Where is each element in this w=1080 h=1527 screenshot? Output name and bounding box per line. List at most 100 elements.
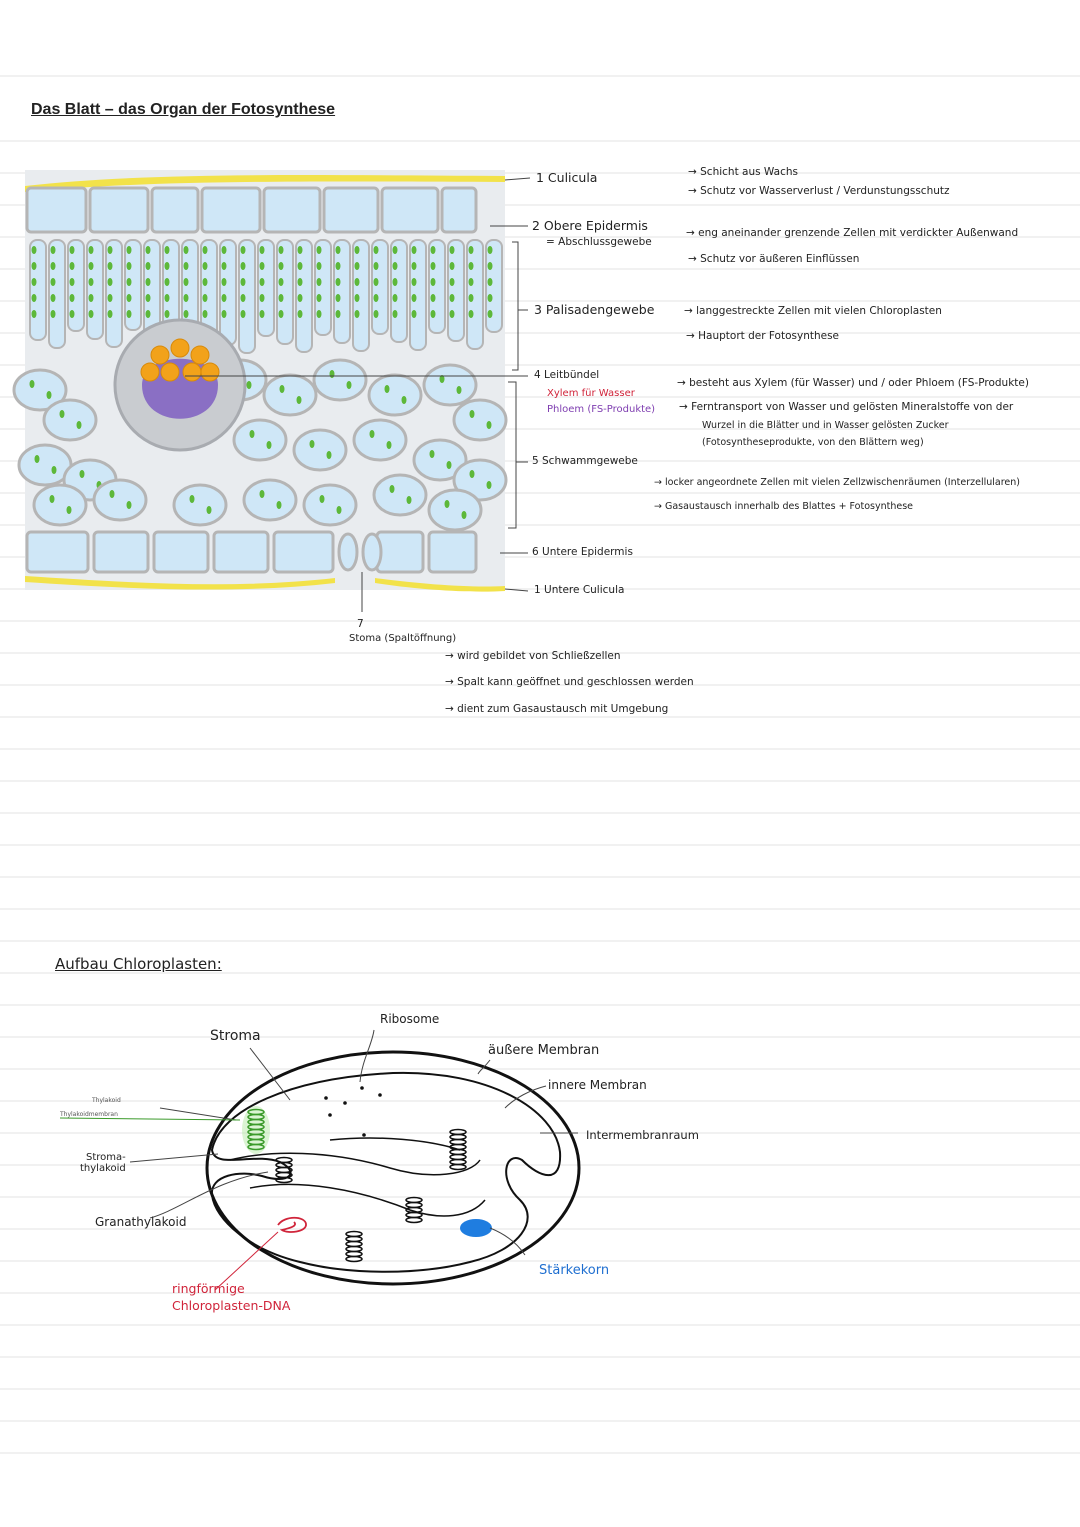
chloroplast-dot [50,310,56,318]
chloroplast-dot [430,246,436,254]
dna-ring-icon [277,1216,307,1233]
chloroplast-dot [69,246,75,254]
chloroplast-dot [297,246,303,254]
chloroplast-dot [278,294,284,302]
palisade-cell [314,239,332,336]
label-xylem: Xylem für Wasser [547,388,635,399]
ribosomes [324,1086,382,1137]
palisade-cell [390,239,408,343]
label-inner-membrane: innere Membran [548,1078,647,1092]
chloroplast-dot [88,278,94,286]
pointer-starch [489,1227,526,1256]
chloroplast-dot [202,294,208,302]
chloroplast-dot [411,278,417,286]
chloroplast-dot [449,294,455,302]
chloroplast-dot [278,278,284,286]
chloroplast-dot [240,246,246,254]
chloroplast-dot [109,490,115,498]
chloroplast-dot [316,310,322,318]
spongy-cell [92,478,148,522]
page-title: Das Blatt – das Organ der Fotosynthese [31,101,336,118]
label-dna-1: ringförmige [172,1281,245,1296]
spongy-cell [302,483,358,527]
chloroplast-dot [50,278,56,286]
chloroplast-dot [107,246,113,254]
chloroplast-dot [346,381,352,389]
spongy-cell [352,418,408,462]
chloroplast-dot [319,495,325,503]
chloroplast-dot [297,294,303,302]
chloroplast-dot [221,310,227,318]
chloroplast-dot [487,262,493,270]
chloroplast-dot [486,421,492,429]
chloroplast-dot [411,246,417,254]
bracket-spongy [508,381,517,529]
palisade-cell [86,239,104,340]
note-cuticle-2: → Schutz vor Wasserverlust / Verdunstung… [688,185,950,197]
chloroplast-dot [221,246,227,254]
chloroplast-dot [316,278,322,286]
palisade-cell [29,239,47,341]
chloroplast-dot [164,278,170,286]
palisade-cell [48,239,66,349]
pointer-cuticle [504,177,531,181]
note-cuticle-1: → Schicht aus Wachs [688,166,798,178]
pointer-granathylakoid [149,1171,269,1219]
label-protective-tissue: = Abschlussgewebe [546,236,652,248]
pointer-thylakoid-membrane [59,1117,241,1121]
chloroplast-dot [66,506,72,514]
guard-cell [337,532,359,572]
note-stoma-3: → dient zum Gasaustausch mit Umgebung [445,703,669,715]
chloroplast-dot [69,278,75,286]
chloroplast-dot [145,278,151,286]
lower-epidermis-cell [92,530,150,574]
chloroplast-dot [469,470,475,478]
chloroplast-dot [335,278,341,286]
chloroplast-dot [297,310,303,318]
upper-cuticle [25,175,505,192]
chloroplast-dot [88,294,94,302]
label-cuticle: 1 Culicula [536,170,598,185]
chloroplast-dot [354,294,360,302]
chloroplast-dot [126,501,132,509]
chloroplast-dot [335,310,341,318]
chloroplast-dot [240,262,246,270]
chloroplast-dot [296,396,302,404]
chloroplast-dot [384,385,390,393]
chloroplast-dot [31,278,37,286]
granum-disc [449,1163,467,1171]
chloroplast-dot [386,441,392,449]
chloroplast-dot [51,466,57,474]
label-starch-grain: Stärkekorn [539,1263,610,1278]
label-stroma-thylakoid-1: Stroma- [86,1152,126,1163]
label-intermembrane-space: Intermembranraum [586,1128,699,1142]
chloroplast-dot [240,294,246,302]
note-spongy-1: → locker angeordnete Zellen mit vielen Z… [654,477,1020,488]
palisade-cell [257,239,275,337]
chloroplast-dot [259,310,265,318]
label-ribosome: Ribosome [380,1012,440,1026]
chloroplast-dot [34,455,40,463]
chloroplast-dot [439,375,445,383]
chloroplast-dot [221,262,227,270]
chloroplast-dot [446,461,452,469]
chloroplast-dot [392,310,398,318]
chloroplast-dot [259,246,265,254]
lower-epidermis-cell [272,530,335,574]
chloroplast-dot [79,470,85,478]
chloroplast-dot [354,310,360,318]
label-palisade: 3 Palisadengewebe [534,302,655,317]
palisade-cell [219,239,237,346]
note-palisade-2: → Hauptort der Fotosynthese [686,330,840,342]
chloroplast-dot [373,246,379,254]
spongy-cell [262,373,318,417]
chloroplast-dot [392,278,398,286]
chloroplast-dot [145,310,151,318]
spongy-cell [427,488,483,532]
label-vascular-bundle: 4 Leitbündel [534,369,600,381]
chloroplast-dot [221,294,227,302]
lower-epidermis-cell [375,530,425,574]
label-outer-membrane: äußere Membran [488,1043,600,1058]
chloroplast-dot [468,278,474,286]
chloroplast-dot [373,278,379,286]
